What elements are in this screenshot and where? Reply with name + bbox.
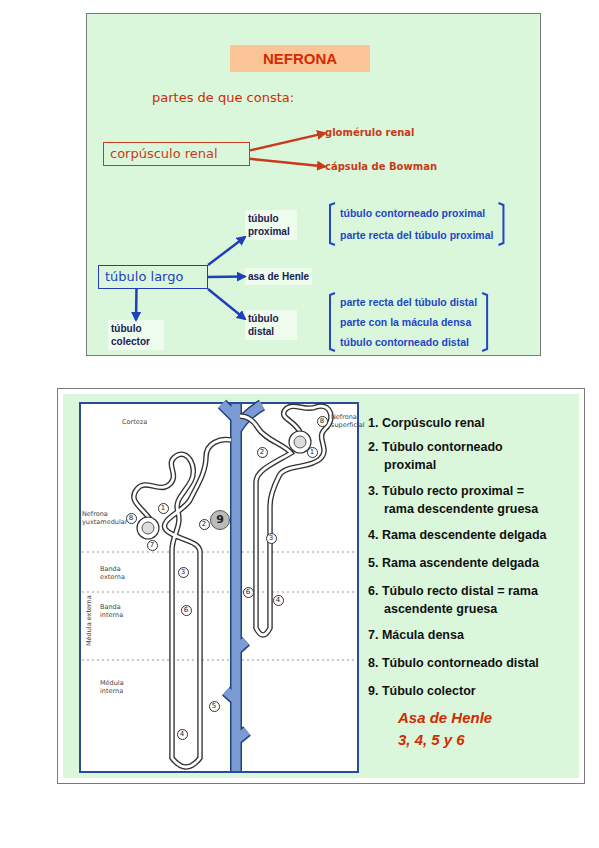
zone-label: Corteza <box>122 419 147 427</box>
node-text: túbulo largo <box>105 266 201 287</box>
key-note: Asa de Henle <box>398 708 492 728</box>
arrow-connector <box>208 237 245 265</box>
node-text: parte recta del túbulo distal <box>340 292 477 312</box>
callout-number: 1 <box>158 503 169 514</box>
callout-number: 5 <box>209 701 220 712</box>
part-item: cápsula de Bowman <box>325 160 437 173</box>
zone-label: Médula interna <box>100 680 130 695</box>
node-text: parte con la mácula densa <box>340 312 477 332</box>
callout-number: 3 <box>266 533 277 544</box>
glomerulus <box>294 436 306 448</box>
part-box: corpúsculo renal <box>103 142 250 166</box>
glomerulus <box>142 522 154 534</box>
bracket-right <box>498 203 503 245</box>
illustration-frame <box>80 403 358 772</box>
bracket-left <box>330 293 335 351</box>
node-text: asa de Henle <box>248 270 309 283</box>
panel-frame <box>87 14 541 356</box>
nephron-tubule <box>240 406 331 635</box>
callout-number: 4 <box>177 729 188 740</box>
callout-number: 8 <box>317 416 328 427</box>
callout-number: 1 <box>307 447 318 458</box>
arrow-connector <box>250 159 325 167</box>
part-item: túbulo proximal <box>245 210 297 240</box>
panel-fill <box>63 394 579 778</box>
part-item: glomérulo renal <box>325 126 415 139</box>
key-item: 7. Mácula densa <box>368 626 552 644</box>
bracket-outline <box>328 292 489 352</box>
callout-number: 3 <box>178 567 189 578</box>
node-text: parte recta del túbulo proximal <box>340 224 493 246</box>
subtitle-label: partes de que consta: <box>152 90 294 105</box>
nephron-tubule-outline <box>240 406 331 635</box>
node-text: túbulo colector <box>111 322 161 348</box>
bowman-capsule <box>137 517 159 539</box>
part-item: asa de Henle <box>245 268 312 285</box>
key-note: 3, 4, 5 y 6 <box>398 730 465 750</box>
title-box: NEFRONA <box>230 45 370 72</box>
callout-number: 8 <box>126 513 137 524</box>
key-item: 8. Túbulo contorneado distal <box>368 654 552 672</box>
zone-boundary <box>82 592 356 593</box>
nephron-tubule <box>134 440 231 767</box>
callout-number: 7 <box>147 540 158 551</box>
callout-number: 9 <box>210 510 230 530</box>
key-item: 3. Túbulo recto proximal = rama descende… <box>368 482 552 518</box>
bracket-group: parte recta del túbulo distalparte con l… <box>328 292 489 352</box>
callout-number: 6 <box>243 587 254 598</box>
key-item: 5. Rama ascendente delgada <box>368 554 552 572</box>
arrow-connector <box>208 275 245 278</box>
node-text: corpúsculo renal <box>110 143 243 164</box>
part-box: túbulo largo <box>98 265 208 289</box>
arrow-connector <box>250 133 325 150</box>
node-text: túbulo contorneado proximal <box>340 202 493 224</box>
part-item: túbulo colector <box>108 320 164 350</box>
node-text: túbulo contorneado distal <box>340 332 477 352</box>
zone-label: Banda interna <box>100 604 130 619</box>
callout-number: 2 <box>199 519 210 530</box>
key-item: 1. Corpúsculo renal <box>368 414 552 432</box>
zone-label: Banda externa <box>100 566 130 581</box>
node-text: glomérulo renal <box>325 126 415 139</box>
bracket-group: túbulo contorneado proximalparte recta d… <box>328 202 505 246</box>
bracket-outline <box>328 202 505 246</box>
zone-boundary <box>82 660 356 661</box>
arrow-connector <box>135 289 138 320</box>
zone-boundary <box>82 552 356 553</box>
panel-frame <box>58 389 585 784</box>
arrow-connector <box>208 289 245 319</box>
node-text: cápsula de Bowman <box>325 160 437 173</box>
zone-label: Nefrona yuxtamedular <box>82 511 126 526</box>
bracket-left <box>330 203 335 245</box>
bracket-right <box>482 293 487 351</box>
nephron-tubule-outline <box>134 440 231 767</box>
node-text: túbulo distal <box>248 312 294 338</box>
callout-number: 6 <box>181 605 192 616</box>
part-item: túbulo distal <box>245 310 297 340</box>
callout-number: 4 <box>273 595 284 606</box>
zone-label: Médula externa <box>86 595 94 646</box>
callout-number: 2 <box>257 447 268 458</box>
key-item: 9. Túbulo colector <box>368 682 552 700</box>
key-item: 6. Túbulo recto distal = rama ascendente… <box>368 582 552 618</box>
zone-label: Nefrona superficial <box>331 414 365 429</box>
key-item: 2. Túbulo contorneado proximal <box>368 438 552 474</box>
node-text: túbulo proximal <box>248 212 294 238</box>
key-item: 4. Rama descendente delgada <box>368 526 552 544</box>
